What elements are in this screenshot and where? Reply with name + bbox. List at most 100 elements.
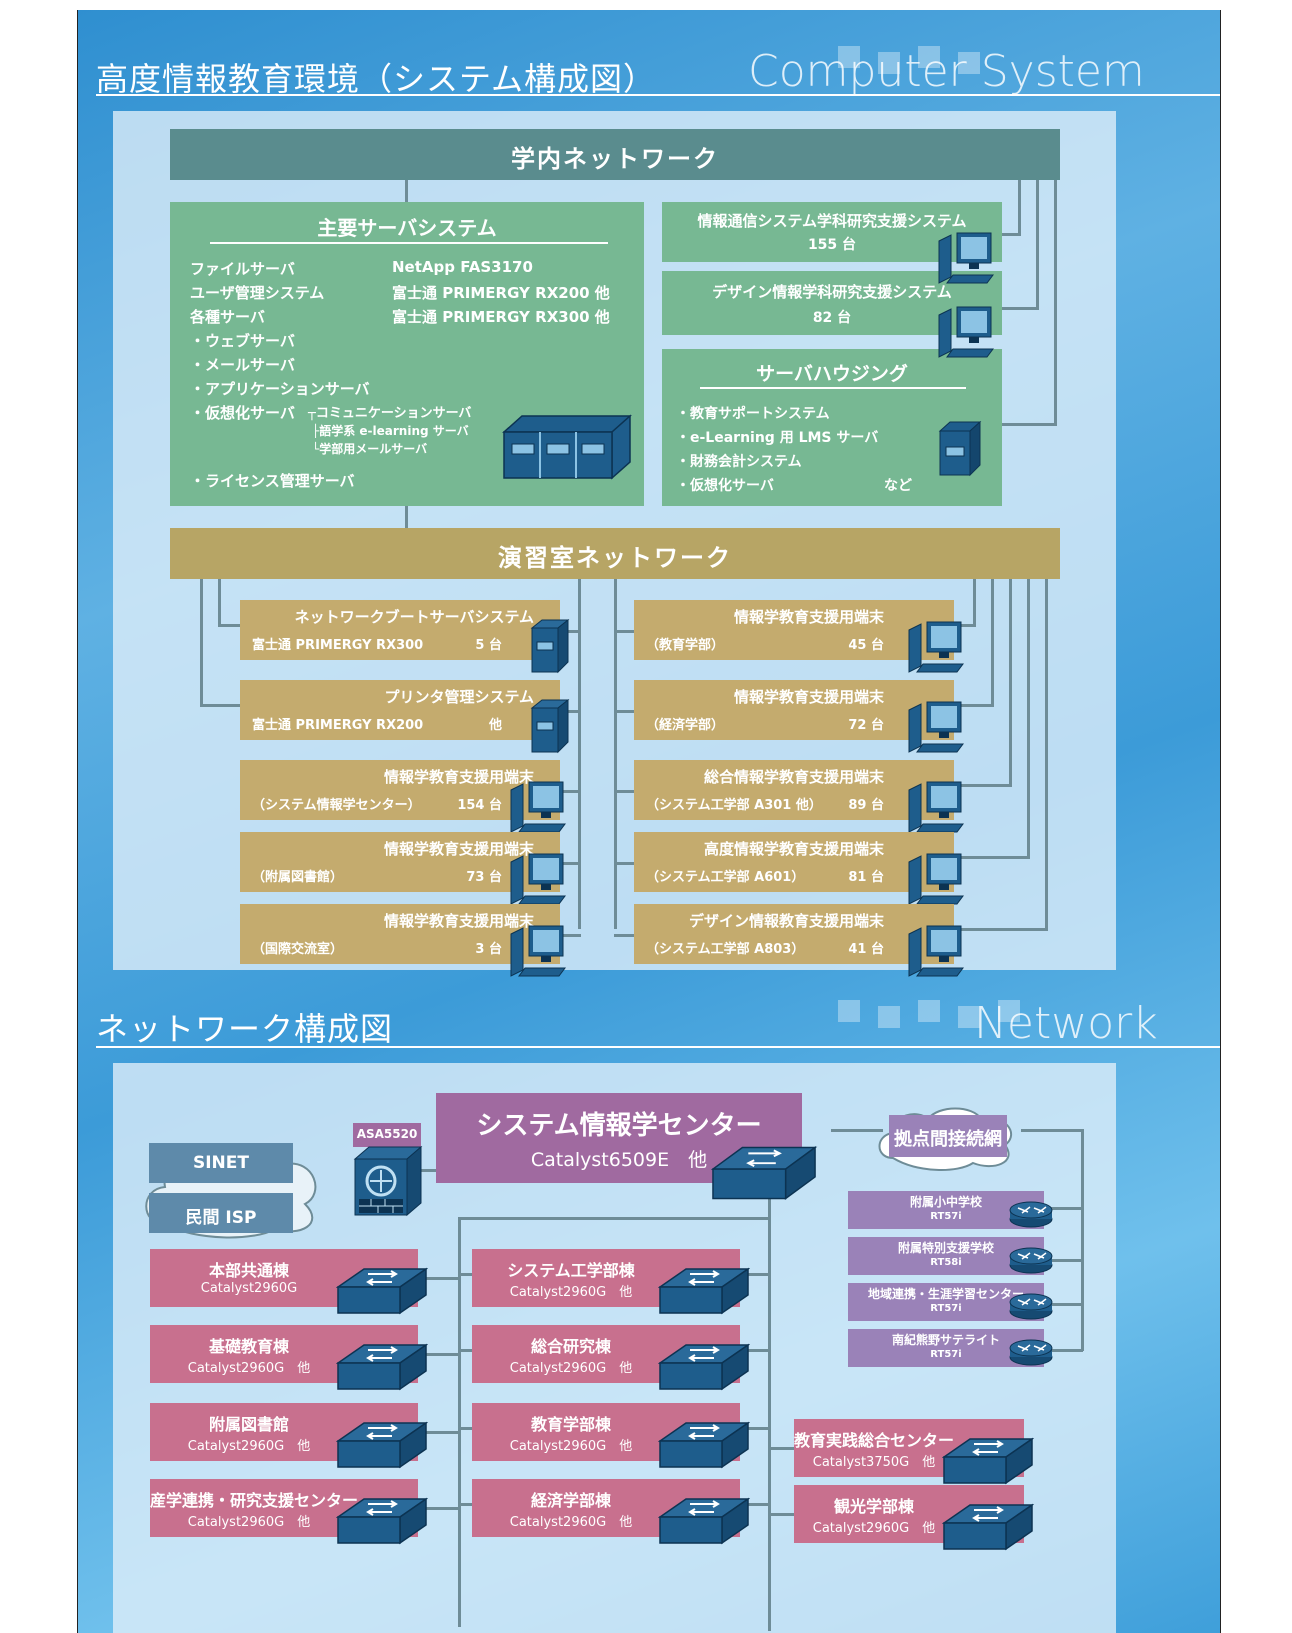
building-name: 観光学部棟 [833,1497,914,1516]
lab-item-count: 45 台 [848,638,884,653]
housing-item: ・教育サポートシステム [676,406,830,422]
branch-name: 附属特別支援学校 [897,1241,994,1255]
lab-right-box: 情報学教育支援用端末（経済学部）72 台 [634,680,954,740]
connector-line [951,856,1030,859]
lab-item-name: 情報学教育支援用端末 [733,688,884,706]
center-name: システム情報学センター [476,1111,762,1141]
lab-right-box: 情報学教育支援用端末（教育学部）45 台 [634,600,954,660]
lab-item-name: デザイン情報教育支援用端末 [688,912,884,930]
main-server-line: ・仮想化サーバ [190,404,295,422]
main-server-title: 主要サーバシステム [317,216,497,240]
building-model: Catalyst2960G 他 [509,1515,633,1530]
connector-line [560,862,581,865]
lab-item-sub: （経済学部） [646,718,725,733]
building-model: Catalyst2960G 他 [812,1521,936,1536]
building-model: Catalyst2960G 他 [509,1285,633,1300]
pc-terminal-icon [908,701,964,753]
lab-item-name: 情報学教育支援用端末 [733,608,884,626]
lab-item-name: 高度情報学教育支援用端末 [703,840,884,858]
lab-item-name: 総合情報学教育支援用端末 [703,768,884,786]
branch-model: RT57i [930,1303,962,1314]
server-housing-box: サーバハウジング ・教育サポートシステム ・e-Learning 用 LMS サ… [662,349,1002,506]
section2-rule [96,1046,1220,1048]
lab-item-sub: （国際交流室） [252,942,344,957]
main-server-line: ・メールサーバ [190,356,295,374]
connector-line [560,710,581,713]
page-frame: 高度情報教育環境（システム構成図） Computer System 学内ネットワ… [77,10,1221,1633]
connector-line [1027,579,1030,859]
switch-icon [336,1267,428,1315]
server-rack-icon [502,414,632,480]
main-server-model: 富士通 PRIMERGY RX200 他 [392,284,610,302]
server-housing-title-rule [700,387,966,389]
building-name: 教育実践総合センター [794,1431,955,1450]
firewall-label: ASA5520 [356,1127,418,1141]
hub-network-label: 拠点間接続網 [894,1129,1002,1150]
lab-item-sub: （システム工学部 A301 他） [646,798,822,813]
server-tower-icon [938,420,982,477]
connector-line [951,704,994,707]
building-name: 基礎教育棟 [208,1337,289,1356]
connector-line [614,934,634,937]
hub-network-box: 拠点間接続網 [889,1115,1007,1157]
main-server-line: 各種サーバ [190,308,265,326]
computer-system-panel: 学内ネットワーク 主要サーバシステム ファイルサーバ ユーザ管理システム 各種サ… [113,111,1116,977]
connector-line [951,784,1012,787]
main-server-line: ・ウェブサーバ [190,332,295,350]
pc-terminal-icon [908,853,964,905]
connector-line [218,579,221,627]
switch-icon [658,1497,750,1545]
section1-subtitle: Computer System [748,46,1145,97]
virtual-server-item: ├語学系 e-learning サーバ [312,424,469,438]
network-panel: SINET 民間 ISP ASA5520 システム情報学センター Catalys… [113,1063,1116,1633]
research-system-count: 155 台 [807,237,857,253]
isp-box: 民間 ISP [149,1193,293,1233]
lab-item-sub: （システム情報学センター） [252,798,421,813]
lab-item-count: 41 台 [848,942,884,957]
campus-network-label: 学内ネットワーク [511,145,719,173]
server-tower-icon [530,618,570,674]
main-server-model: 富士通 PRIMERGY RX300 他 [392,308,610,326]
branch-model: RT57i [930,1349,962,1360]
housing-item: ・仮想化サーバ [676,478,774,494]
connector-line [405,180,408,202]
connector-line [560,934,581,937]
main-server-line: ・アプリケーションサーバ [190,380,370,398]
connector-line [560,790,581,793]
lab-network-bar: 演習室ネットワーク [170,528,1060,579]
building-model: Catalyst3750G 他 [812,1455,936,1470]
building-model: Catalyst2960G 他 [509,1439,633,1454]
lab-item-name: 情報学教育支援用端末 [383,768,534,786]
lab-item-sub: 富士通 PRIMERGY RX200 [252,718,424,733]
core-switch-icon [711,1146,818,1200]
lab-item-name: ネットワークブートサーバシステム [294,608,534,626]
section2-subtitle: Network [974,998,1158,1049]
pc-terminal-icon [908,781,964,833]
lab-item-count: 3 台 [475,942,502,957]
lab-item-sub: （システム工学部 A803） [646,942,805,957]
connector-line [200,704,240,707]
connector-line [218,624,240,627]
connector-line [951,928,1048,931]
connector-line [973,579,976,627]
campus-network-bar: 学内ネットワーク [170,129,1060,180]
main-server-line: ユーザ管理システム [190,284,325,302]
building-name: 教育学部棟 [530,1415,611,1434]
building-name: 産学連携・研究支援センター [150,1491,359,1510]
connector-line [405,506,408,528]
sinet-box: SINET [149,1143,293,1183]
main-server-model: NetApp FAS3170 [392,258,533,276]
building-name: 附属図書館 [208,1415,289,1434]
center-model: Catalyst6509E 他 [530,1149,708,1171]
research-system-box: 情報通信システム学科研究支援システム 155 台 [662,202,1002,262]
lab-right-box: 高度情報学教育支援用端末（システム工学部 A601）81 台 [634,832,954,892]
housing-suffix: など [884,478,912,494]
virtual-server-item: └学部用メールサーバ [312,442,428,456]
connector-line [1045,579,1048,931]
switch-icon [942,1503,1034,1551]
router-icon [1009,1201,1053,1228]
pc-terminal-icon [510,781,566,833]
